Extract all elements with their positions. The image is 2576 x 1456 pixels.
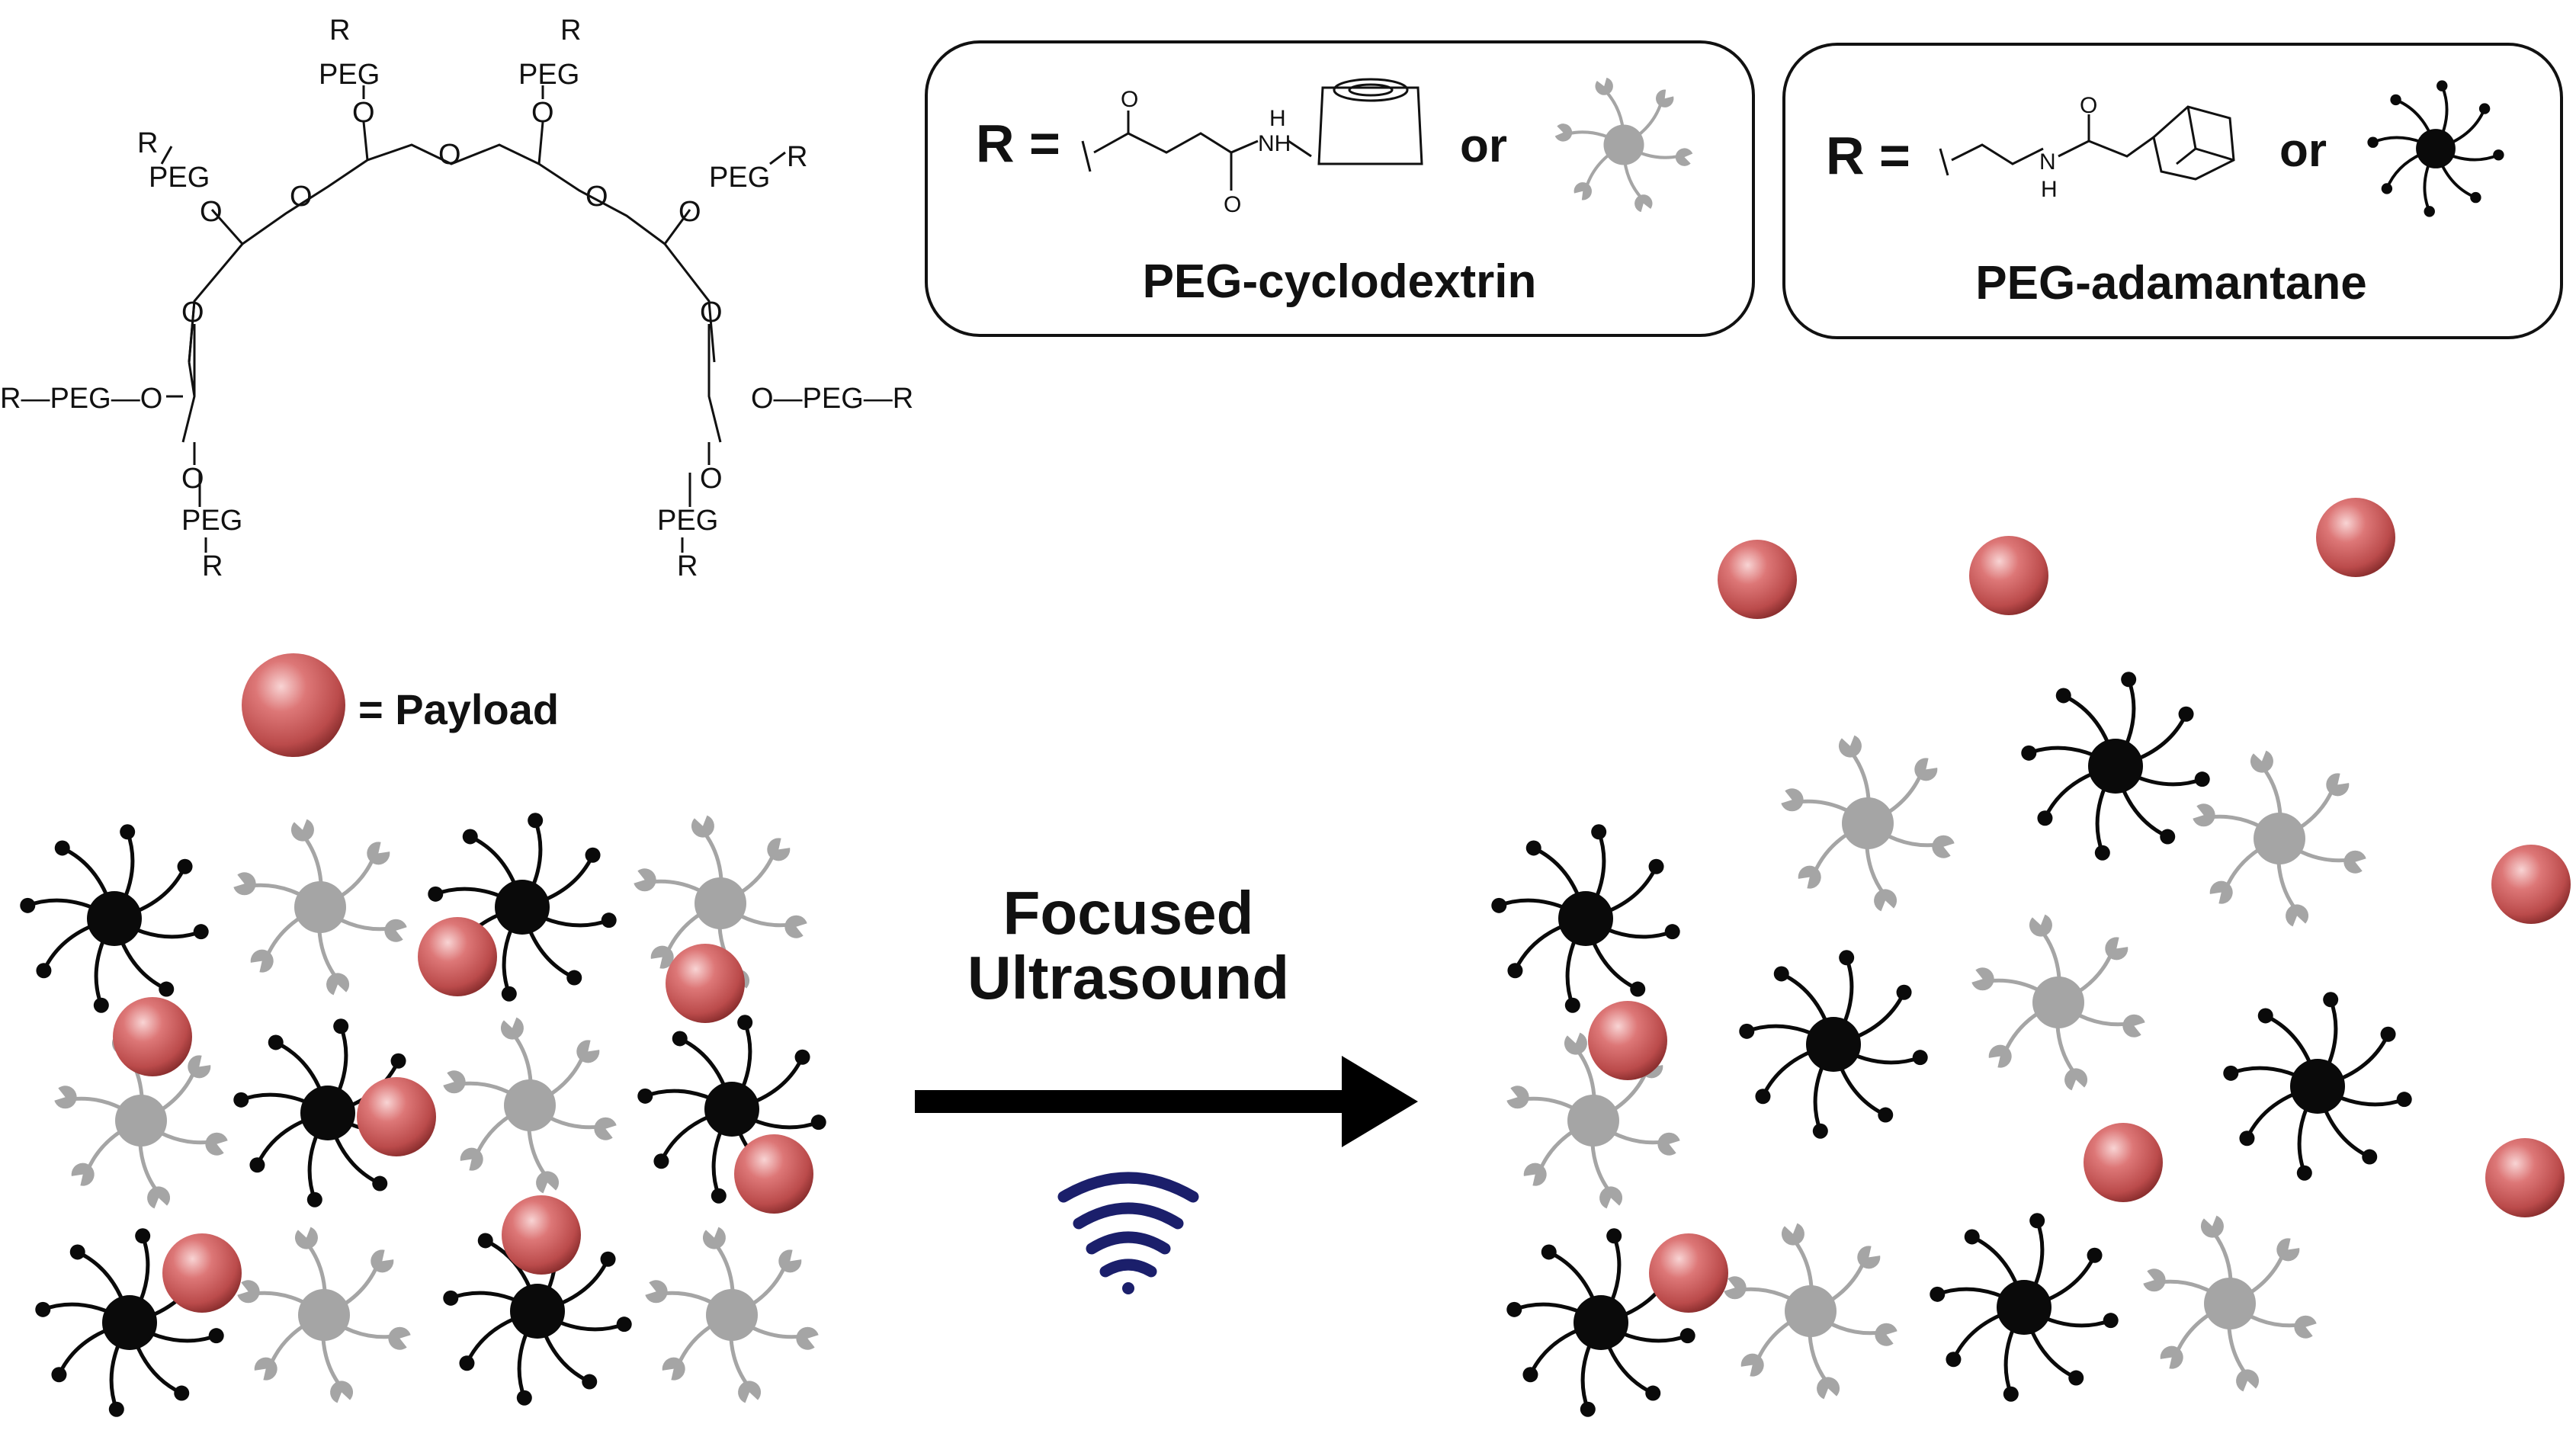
atom-label: N [2039,149,2056,175]
ad-star-icon [2223,992,2412,1181]
ad-star-icon [1930,1213,2119,1402]
payload-sphere-icon [357,1077,436,1156]
cd-star-icon [233,819,407,996]
payload-sphere-icon [1588,1001,1667,1080]
peg-label: R [137,127,158,159]
atom-label: O [1224,192,1241,217]
or-label: or [2279,124,2327,177]
o-label: O [585,181,608,213]
star-peg-structure [160,85,786,465]
payload-sphere-icon [1969,536,2048,615]
process-label-line2: Ultrasound [967,944,1289,1012]
peg-label: R [677,550,698,582]
or-label: or [1460,120,1507,172]
cd-star-icon [1781,735,1955,912]
atom-label: H [2041,177,2058,202]
payload-sphere-icon [1718,540,1797,619]
atom-label: O [1121,87,1138,112]
ad-linker-structure [1939,105,2235,181]
o-label: O [200,196,223,228]
o-label: O [352,97,375,129]
right-arrow-icon [915,1056,1418,1147]
peg-label: PEG [657,505,718,537]
payload-sphere-icon [1649,1233,1728,1313]
hydrogel-network-disrupted [1491,498,2571,1417]
o-label: O [700,297,723,329]
atom-label: O [2080,93,2097,118]
cd-star-icon [2193,750,2366,927]
ad-star-icon [443,1217,632,1406]
payload-sphere-icon [162,1233,242,1313]
box-peg-cyclodextrin: R = O O H NH or PEG-cyclodextrin [925,40,1755,337]
hydrogel-network-intact [20,813,826,1417]
peg-label: R [202,550,223,582]
r-equals-label: R = [976,114,1060,173]
ad-star-icon [1491,824,1680,1013]
peg-label: PEG [181,505,242,537]
o-label: O [700,463,723,495]
cd-star-icon [1971,914,2145,1091]
cd-star-icon [1506,1032,1680,1209]
payload-sphere-icon [113,997,192,1076]
payload-sphere-icon [2491,845,2571,924]
r-peg-o-label: R—PEG—O [0,383,162,415]
cd-linker-structure [1081,78,1423,191]
box-title: PEG-cyclodextrin [1143,255,1537,308]
ad-star-icon [428,813,617,1002]
o-label: O [438,139,461,171]
peg-label: PEG [518,59,579,91]
peg-label: R [787,141,807,173]
peg-label: R [329,14,350,47]
atom-label: H [1269,106,1286,131]
o-label: O [290,181,313,213]
o-label: O [678,196,701,228]
process-label-line1: Focused [1003,879,1254,947]
cd-star-icon [237,1227,411,1403]
cd-star-icon [443,1017,617,1194]
peg-label: PEG [149,162,210,194]
ad-star-icon [2367,80,2504,217]
cd-star-icon [1554,77,1693,213]
payload-sphere-icon [666,944,745,1023]
o-label: O [181,297,204,329]
payload-legend: = Payload [242,653,559,757]
peg-label: PEG [709,162,770,194]
payload-sphere-icon [418,917,497,996]
peg-label: PEG [319,59,380,91]
ad-star-icon [2021,672,2210,861]
cd-star-icon [1554,77,1693,213]
structure-labels: R PEG O R PEG O R PEG O O O O PEG R O O … [0,14,913,582]
peg-label: R [560,14,581,47]
box-title: PEG-adamantane [1975,257,2366,309]
structure-bonds [166,324,711,553]
ad-star-icon [20,824,209,1013]
payload-sphere-icon [502,1195,581,1275]
payload-sphere-icon [734,1134,813,1214]
payload-sphere-icon [2084,1123,2163,1202]
cd-star-icon [1724,1223,1898,1400]
r-equals-label: R = [1826,126,1910,185]
legend-label: = Payload [358,685,559,733]
ultrasound-wave-icon [1057,1172,1199,1294]
cd-star-icon [645,1227,819,1403]
o-peg-r-label: O—PEG—R [751,383,913,415]
ad-star-icon [2367,80,2504,217]
o-label: O [531,97,554,129]
payload-sphere-icon [2485,1138,2565,1217]
payload-sphere-icon [2316,498,2395,577]
ad-star-icon [1739,950,1928,1139]
payload-sphere-icon [242,653,345,757]
atom-label: NH [1258,131,1291,156]
box-peg-adamantane: R = O N H or PEG-adamantane [1782,43,2563,339]
cd-star-icon [2143,1215,2317,1392]
process-step: Focused Ultrasound [915,879,1418,1294]
